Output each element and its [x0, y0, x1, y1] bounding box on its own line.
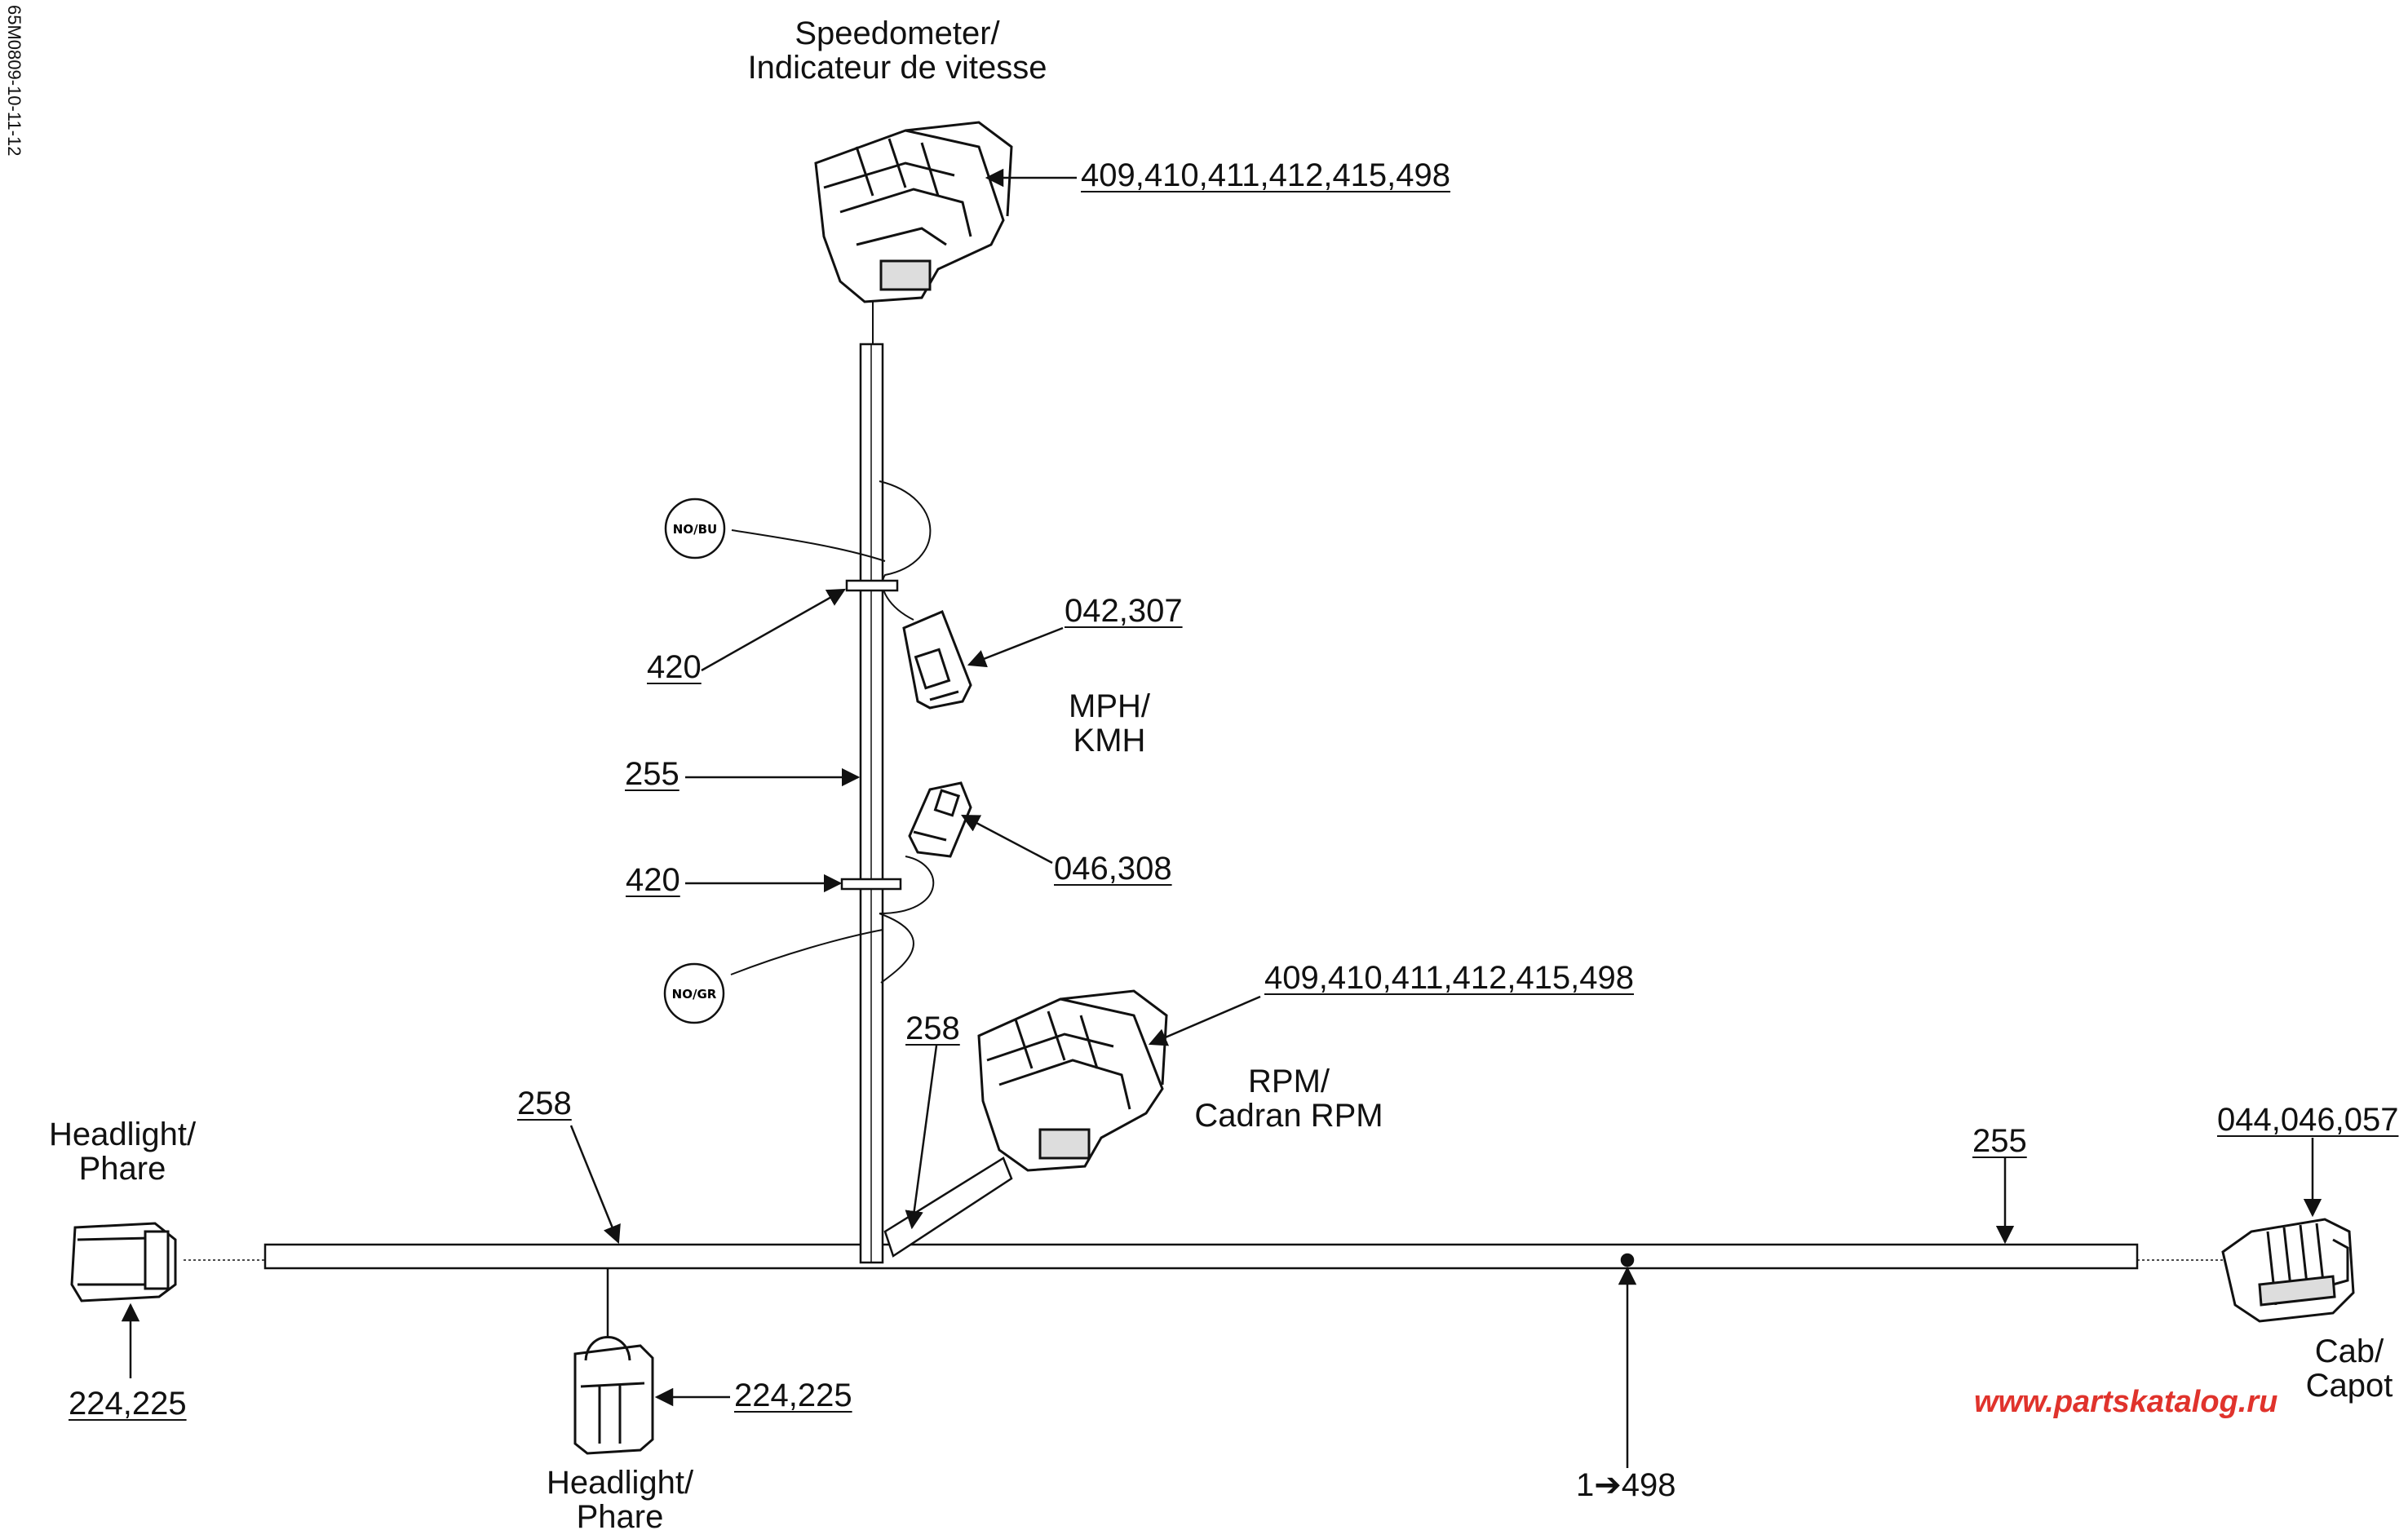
leader-mph-top	[967, 626, 1064, 668]
mph-label: MPH/ KMH	[1044, 689, 1175, 758]
rpm-label-1: RPM/	[1248, 1064, 1330, 1099]
leader-harness-branch	[905, 1045, 938, 1230]
headlight-bottom-label: Headlight/ Phare	[522, 1466, 718, 1534]
junction-dot	[1620, 1253, 1635, 1267]
wire-tag-upper-text: NO/BU	[673, 522, 717, 537]
wire-tag-lower-text: NO/GR	[672, 987, 717, 1002]
speedometer-label-en: Speedometer/	[795, 15, 1000, 51]
leader-rpm	[1148, 995, 1261, 1046]
mph-connector-top	[902, 610, 972, 710]
harness-branch-rpm	[883, 1156, 1013, 1258]
mph-label-1: MPH/	[1069, 688, 1150, 724]
drawing-code: 65M0809-10-11-12	[4, 5, 24, 157]
ref-main-harness: 1➔498	[1576, 1467, 1676, 1503]
mph-label-2: KMH	[1073, 723, 1146, 758]
mph-connector-bottom	[908, 781, 972, 858]
ref-headlight-bottom: 224,225	[734, 1378, 852, 1413]
ref-clip-bottom: 420	[626, 862, 680, 898]
ref-rpm-connector: 409,410,411,412,415,498	[1264, 960, 1635, 996]
ref-mph-connector-bottom: 046,308	[1054, 851, 1172, 887]
ref-harness-vertical: 255	[625, 756, 679, 792]
ref-speedo-connector: 409,410,411,412,415,498	[1081, 157, 1451, 193]
clip-bottom	[840, 878, 902, 891]
cab-label-2: Capot	[2305, 1368, 2393, 1404]
harness-main-horizontal	[263, 1243, 2139, 1270]
leader-clip-top	[701, 588, 846, 672]
watermark: www.partskatalog.ru	[1974, 1385, 2278, 1419]
ref-harness-left: 258	[517, 1086, 572, 1121]
leader-harness-left	[569, 1125, 621, 1245]
ref-harness-branch: 258	[905, 1011, 960, 1046]
headlight-bottom-label-2: Phare	[576, 1499, 664, 1535]
speedometer-connector	[814, 121, 1013, 303]
clip-top	[845, 579, 899, 592]
headlight-bottom-connector	[573, 1336, 654, 1455]
rpm-label-2: Cadran RPM	[1194, 1098, 1383, 1134]
ref-mph-connector-top: 042,307	[1065, 593, 1183, 629]
headlight-bottom-label-1: Headlight/	[546, 1465, 694, 1501]
rpm-label: RPM/ Cadran RPM	[1175, 1064, 1403, 1133]
headlight-left-label-1: Headlight/	[48, 1117, 197, 1152]
headlight-left-label-2: Phare	[78, 1151, 166, 1187]
leader-mph-bottom	[961, 814, 1053, 865]
rpm-connector	[977, 989, 1168, 1172]
ref-clip-top: 420	[647, 649, 702, 685]
wire-tag-upper	[664, 498, 726, 559]
ref-headlight-left: 224,225	[69, 1386, 187, 1422]
wire-tag-lower	[663, 962, 725, 1024]
ref-cab-connector: 044,046,057	[2217, 1102, 2399, 1138]
cab-label-1: Cab/	[2314, 1333, 2384, 1369]
speedometer-label: Speedometer/ Indicateur de vitesse	[677, 16, 1118, 85]
cab-connector	[2221, 1218, 2355, 1323]
headlight-left-label: Headlight/ Phare	[24, 1117, 220, 1186]
cab-label: Cab/ Capot	[2268, 1334, 2408, 1403]
headlight-left-connector	[70, 1222, 177, 1302]
speedometer-label-fr: Indicateur de vitesse	[747, 50, 1047, 86]
ref-harness-right: 255	[1972, 1123, 2027, 1159]
